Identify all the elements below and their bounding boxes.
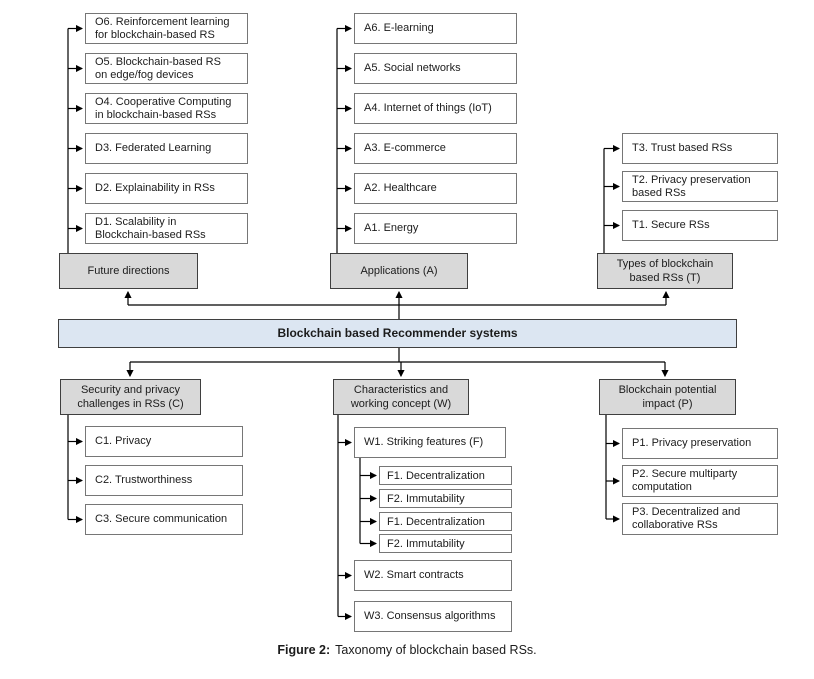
node-t1: T1. Secure RSs xyxy=(622,210,778,241)
node-f1-b: F1. Decentralization xyxy=(379,512,512,531)
node-a2: A2. Healthcare xyxy=(354,173,517,204)
node-t3: T3. Trust based RSs xyxy=(622,133,778,164)
node-a3: A3. E-commerce xyxy=(354,133,517,164)
node-f1-a: F1. Decentralization xyxy=(379,466,512,485)
figure-caption-text: Taxonomy of blockchain based RSs. xyxy=(335,643,537,657)
group-header-characteristics: Characteristics and working concept (W) xyxy=(333,379,469,415)
node-o4: O4. Cooperative Computing in blockchain-… xyxy=(85,93,248,124)
group-header-applications: Applications (A) xyxy=(330,253,468,289)
node-p1: P1. Privacy preservation xyxy=(622,428,778,459)
node-w3: W3. Consensus algorithms xyxy=(354,601,512,632)
node-p3: P3. Decentralized and collaborative RSs xyxy=(622,503,778,535)
node-a4: A4. Internet of things (IoT) xyxy=(354,93,517,124)
node-t2: T2. Privacy preservation based RSs xyxy=(622,171,778,202)
node-p2: P2. Secure multiparty computation xyxy=(622,465,778,497)
node-o6: O6. Reinforcement learning for blockchai… xyxy=(85,13,248,44)
node-c3: C3. Secure communication xyxy=(85,504,243,535)
group-header-types: Types of blockchain based RSs (T) xyxy=(597,253,733,289)
node-c1: C1. Privacy xyxy=(85,426,243,457)
node-d1: D1. Scalability in Blockchain-based RSs xyxy=(85,213,248,244)
node-d3: D3. Federated Learning xyxy=(85,133,248,164)
node-d2: D2. Explainability in RSs xyxy=(85,173,248,204)
node-a6: A6. E-learning xyxy=(354,13,517,44)
node-f2-a: F2. Immutability xyxy=(379,489,512,508)
group-header-security-challenges: Security and privacy challenges in RSs (… xyxy=(60,379,201,415)
node-w1: W1. Striking features (F) xyxy=(354,427,506,458)
node-w2: W2. Smart contracts xyxy=(354,560,512,591)
node-a5: A5. Social networks xyxy=(354,53,517,84)
figure-caption-label: Figure 2: xyxy=(277,643,331,657)
node-f2-b: F2. Immutability xyxy=(379,534,512,553)
node-c2: C2. Trustworthiness xyxy=(85,465,243,496)
figure-caption: Figure 2: Taxonomy of blockchain based RS… xyxy=(0,643,814,657)
group-header-future-directions: Future directions xyxy=(59,253,198,289)
group-header-potential-impact: Blockchain potential impact (P) xyxy=(599,379,736,415)
node-a1: A1. Energy xyxy=(354,213,517,244)
root-node: Blockchain based Recommender systems xyxy=(58,319,737,348)
node-o5: O5. Blockchain-based RS on edge/fog devi… xyxy=(85,53,248,84)
